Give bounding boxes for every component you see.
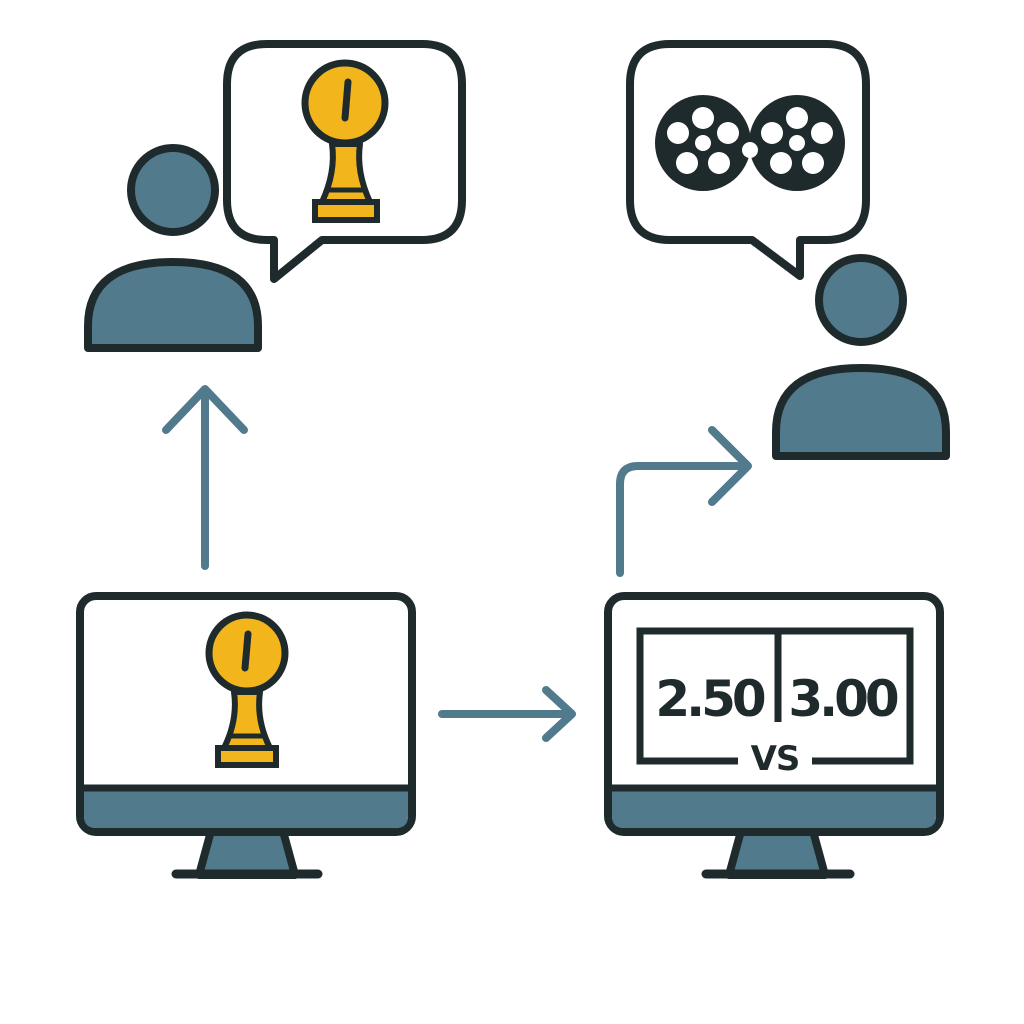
speech-bubble-left [223, 40, 466, 283]
odds-vs-label: VS [751, 739, 800, 779]
monitor-icon [604, 592, 944, 879]
odds-right-value: 3.00 [788, 670, 898, 728]
person-right-head [815, 254, 907, 346]
person-right-body [772, 364, 950, 460]
arrow-elbow [616, 426, 752, 577]
person-left [84, 144, 262, 352]
monitor-right: 2.50 3.00 VS [604, 592, 944, 879]
odds-left-value: 2.50 [655, 670, 765, 728]
film-reel-icon [655, 95, 845, 191]
odds-board: 2.50 3.00 VS [636, 627, 914, 779]
person-left-body [84, 258, 262, 352]
person-right [772, 254, 950, 460]
trophy-icon [205, 611, 289, 768]
arrow-up [162, 385, 248, 570]
trophy-icon [301, 59, 389, 223]
person-left-head [127, 144, 219, 236]
arrow-right [438, 686, 576, 742]
monitor-left [76, 592, 416, 879]
speech-bubble-right [626, 40, 870, 280]
